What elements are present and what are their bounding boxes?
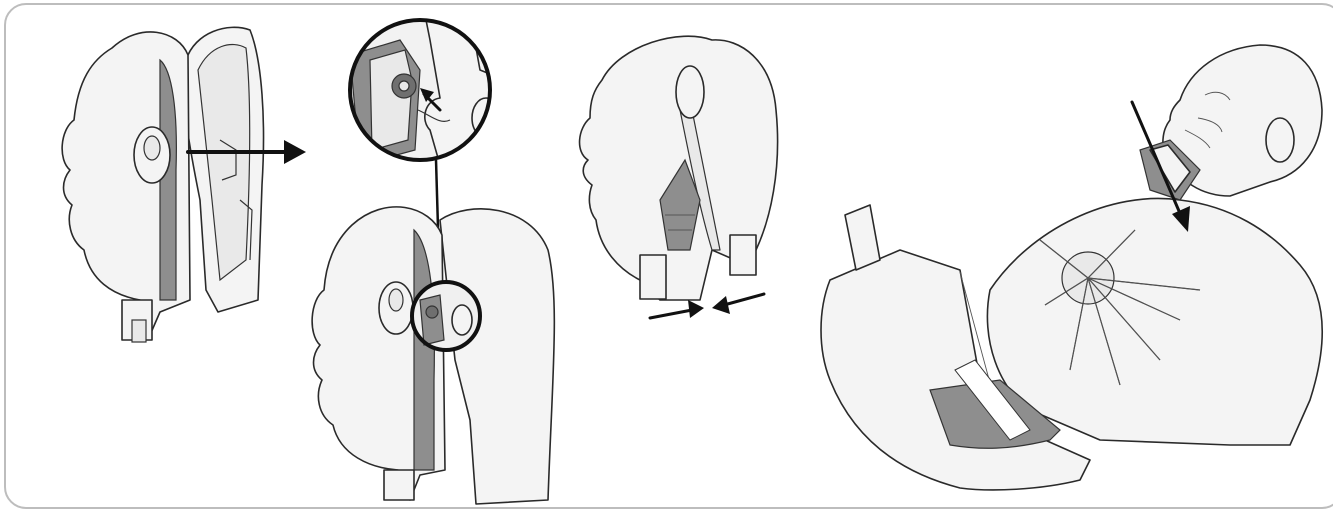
step-4-mannequin-head bbox=[1140, 45, 1322, 200]
head-back-shell bbox=[440, 209, 554, 504]
step-1-separated-head bbox=[62, 27, 263, 342]
step-3-press-halves bbox=[580, 36, 778, 300]
step-4-torso-assembly bbox=[821, 198, 1322, 489]
step-2-assembled-head bbox=[312, 207, 554, 504]
torso-shell bbox=[987, 198, 1322, 445]
